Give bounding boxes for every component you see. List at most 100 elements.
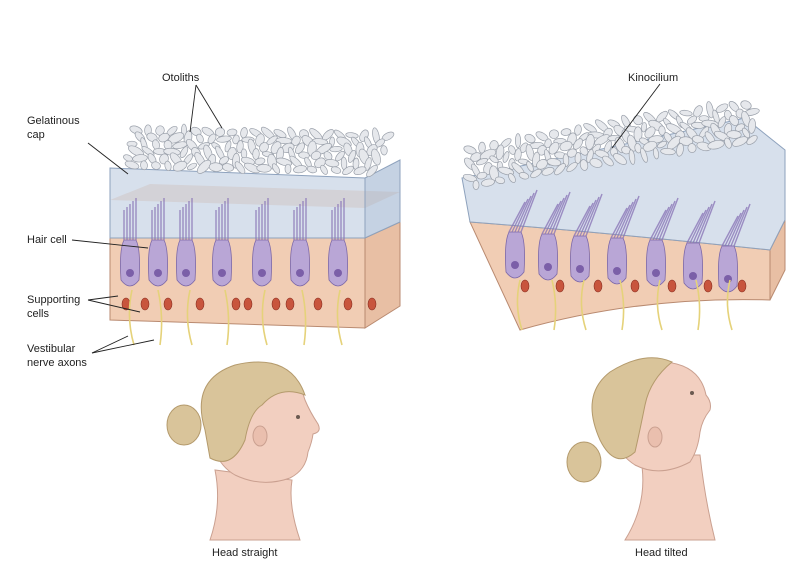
otolith-crystal (548, 129, 560, 139)
hair-cell-nucleus (154, 269, 162, 277)
hair-cell-body (683, 242, 703, 290)
otolith-crystal (641, 122, 647, 133)
hair-cell-body (212, 239, 232, 287)
otolith-crystal (524, 133, 536, 144)
stereocilium (649, 209, 667, 241)
gelatinous-cap-front (109, 167, 366, 239)
supporting-cell-nucleus (667, 279, 677, 293)
otolith-crystal (124, 160, 140, 170)
otolith-crystal (526, 161, 534, 172)
labels: Otoliths Gelatinous cap Hair cell Suppor… (27, 72, 688, 559)
otolith-crystal (271, 163, 281, 174)
hair-cell-nucleus (511, 261, 519, 269)
gelatinous-cap-side (364, 159, 401, 239)
otolith-crystal (746, 135, 758, 145)
otolith-crystal (234, 161, 246, 175)
supporting-cell-nucleus (593, 279, 603, 293)
stereocilium (508, 201, 526, 233)
head-straight-illustration (166, 361, 320, 541)
otolith-crystal (508, 145, 516, 155)
otolith-crystal (347, 149, 357, 163)
otolith-crystal (329, 146, 343, 153)
otolith-crystal (476, 171, 488, 180)
hair-cell-nucleus (258, 269, 266, 277)
otolith-crystal (252, 148, 260, 160)
otolith-crystal (380, 145, 388, 156)
otolith-crystal (554, 163, 566, 176)
stereocilium (733, 203, 751, 247)
stereocilium (541, 203, 559, 235)
otolith-crystal (472, 179, 480, 191)
hair-cell-body (252, 239, 272, 287)
otolith-crystal (306, 165, 318, 174)
label-otoliths: Otoliths (162, 72, 200, 84)
otolith-crystal (140, 160, 148, 171)
stereocilium (573, 205, 591, 237)
otolith-crystal (371, 148, 381, 166)
otolith-crystal (678, 136, 694, 146)
leader-supporting-b (87, 299, 141, 313)
label-hair-cell: Hair cell (27, 234, 67, 246)
otolith-crystal (293, 165, 307, 174)
otolith-crystal (656, 140, 668, 149)
otolith-crystal (196, 133, 204, 144)
stereocilium (730, 206, 748, 247)
macula-block-tilted (461, 100, 786, 331)
stereocilium (622, 195, 640, 239)
otolith-crystal (530, 168, 542, 179)
nerve-axon (157, 289, 163, 346)
stereocilium (550, 194, 568, 235)
otolith-crystal (132, 154, 148, 163)
stereocilium (655, 203, 673, 241)
otolith-crystal (256, 164, 272, 173)
otolith-crystal (502, 151, 510, 163)
otolith-crystal (546, 158, 562, 167)
stereocilium (686, 212, 704, 244)
otolith-crystal (463, 145, 477, 155)
otolith-crystal (633, 115, 643, 126)
label-gelatinous-cap-line1: Gelatinous (27, 115, 80, 127)
otolith-crystal (560, 128, 572, 136)
otolith-crystal (320, 164, 328, 175)
hair-cell-body (290, 239, 310, 287)
otolith-crystal (172, 160, 188, 172)
otolith-crystal (226, 128, 238, 137)
label-supporting-cells-line2: cells (27, 308, 50, 320)
stereocilium (727, 209, 745, 247)
hair-cell-body (646, 239, 666, 287)
otolith-crystal (748, 118, 756, 134)
stereocilium (652, 206, 670, 241)
supporting-cell-nucleus (140, 297, 150, 311)
tissue-layer-side (364, 221, 401, 329)
otolith-crystal (660, 148, 676, 156)
ear-straight (252, 425, 268, 447)
otolith-crystal (366, 164, 378, 178)
otolith-crystal (676, 143, 684, 157)
caption-head-tilted: Head tilted (635, 547, 688, 559)
otolith-crystal (495, 144, 505, 161)
head-tilted-illustration (566, 357, 716, 541)
stereocilium (582, 196, 600, 237)
otolith-crystal (717, 116, 727, 128)
otolith-crystal (342, 165, 354, 176)
stereocilium (547, 197, 565, 235)
leader-lines (71, 83, 661, 354)
label-kinocilium: Kinocilium (628, 72, 678, 84)
otolith-crystal (525, 144, 535, 161)
otolith-crystal (284, 163, 292, 174)
otolith-crystal (462, 173, 478, 183)
supporting-cell-nucleus (520, 279, 530, 293)
hair-cell-nucleus (613, 267, 621, 275)
stereocilium (576, 202, 594, 237)
otolith-crystal (186, 162, 198, 171)
supporting-cell-nucleus (367, 297, 377, 311)
nerve-axon (726, 279, 733, 331)
otolith-crystal (729, 115, 739, 126)
nerve-axon (580, 279, 587, 331)
leader-supporting-a (87, 295, 119, 301)
otolith-crystal (687, 143, 697, 153)
stereocilium (689, 209, 707, 244)
otolith-crystal (216, 135, 232, 143)
otolith-crystal (179, 146, 189, 159)
otolith-crystal (706, 101, 714, 119)
